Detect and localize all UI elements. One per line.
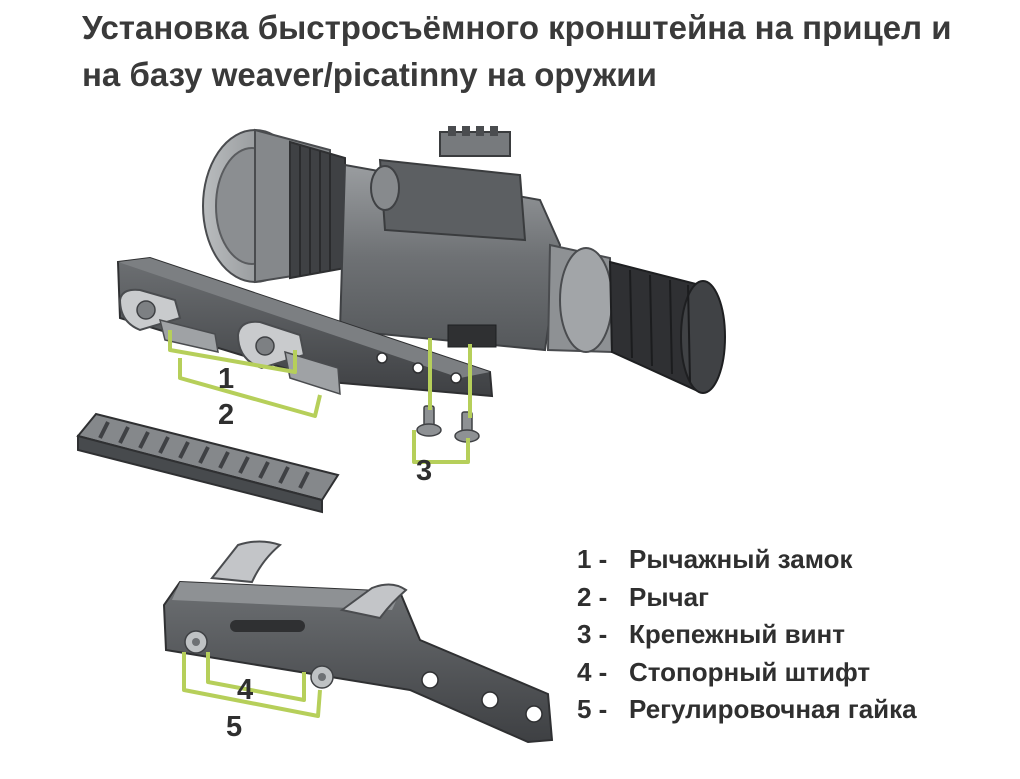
legend-number: 5 - xyxy=(577,694,608,724)
legend-item: 3 - Крепежный винт xyxy=(577,616,919,654)
legend-number: 1 - xyxy=(577,544,608,574)
legend-item: 5 - Регулировочная гайка xyxy=(577,691,919,729)
lower-mount xyxy=(162,540,554,744)
callout-5: 5 xyxy=(226,711,242,743)
legend-number: 3 - xyxy=(577,619,608,649)
legend-text: Крепежный винт xyxy=(629,619,845,649)
legend-number: 2 - xyxy=(577,581,608,612)
parts-legend: 1 - Рычажный замок 2 - Рычаг 3 - Крепежный … xyxy=(577,541,919,729)
callout-brackets xyxy=(168,330,472,718)
picatinny-rail xyxy=(76,412,340,514)
callout-4: 4 xyxy=(237,674,253,706)
scope-mount xyxy=(116,256,494,398)
callout-3: 3 xyxy=(416,455,432,487)
legend-number: 4 - xyxy=(577,656,608,687)
legend-item: 2 - Рычаг xyxy=(577,579,919,617)
legend-text: Рычажный замок xyxy=(629,544,853,574)
page-title: Установка быстросъёмного кронштейна на п… xyxy=(82,9,952,93)
callout-1: 1 xyxy=(218,363,234,395)
callout-2: 2 xyxy=(218,399,234,431)
legend-item: 4 - Стопорный штифт xyxy=(577,654,919,692)
legend-text: Рычаг xyxy=(629,581,709,612)
scope-device xyxy=(202,126,726,394)
legend-text: Стопорный штифт xyxy=(629,656,871,687)
legend-text: Регулировочная гайка xyxy=(629,694,917,724)
legend-item: 1 - Рычажный замок xyxy=(577,541,919,579)
